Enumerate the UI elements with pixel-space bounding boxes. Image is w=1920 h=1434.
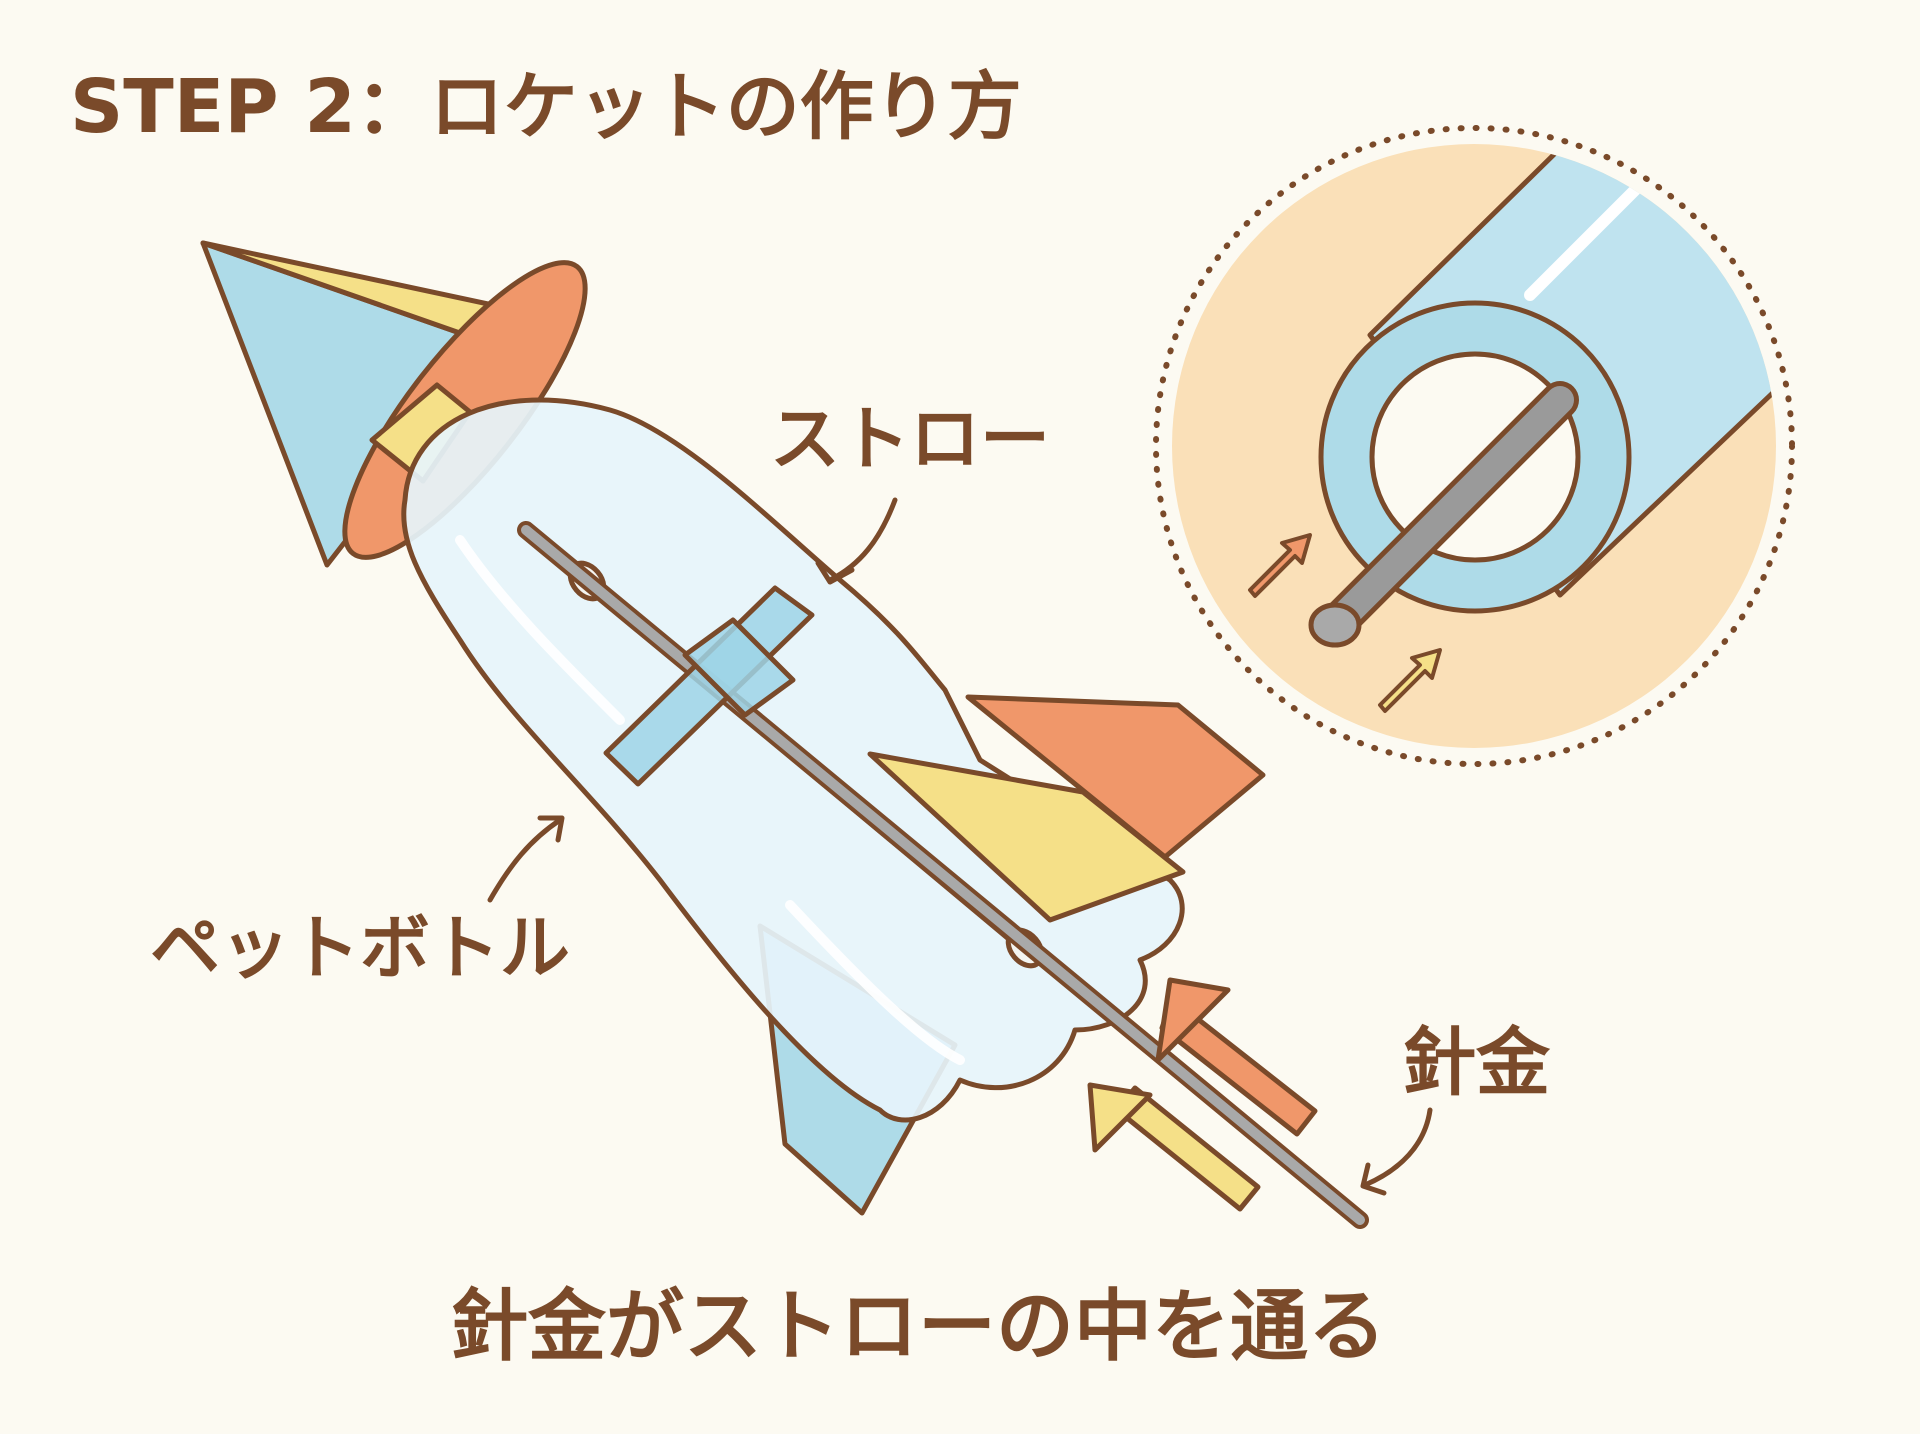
detail-straw-hole xyxy=(1369,351,1581,563)
label-bottle: ペットボトル xyxy=(150,907,570,989)
bottle-highlight xyxy=(455,535,965,1065)
rocket-illustration xyxy=(200,240,1369,1229)
pointer-straw-head xyxy=(815,560,855,585)
wire-core xyxy=(521,525,1365,1225)
page-title: STEP 2：ロケットの作り方 xyxy=(70,64,1022,150)
detail-view xyxy=(1153,125,1795,767)
front-fin-yellow xyxy=(867,751,1186,923)
pointer-bottle xyxy=(487,817,563,903)
detail-border xyxy=(1153,125,1795,767)
pointer-straw xyxy=(827,497,898,583)
tape xyxy=(603,585,815,787)
label-straw: ストロー xyxy=(770,398,1050,480)
insert-arrows xyxy=(1087,977,1318,1212)
pointer-wire-head xyxy=(1360,1162,1387,1196)
arrow-yellow-head xyxy=(1087,1082,1153,1153)
detail-arrow-yellow xyxy=(1378,648,1442,713)
pointer-wire xyxy=(1362,1107,1433,1188)
label-wire: 針金 xyxy=(1402,1020,1551,1106)
detail-wire-end xyxy=(1308,602,1362,648)
pointer-bottle-head xyxy=(537,815,565,843)
caption: 針金がストローの中を通る xyxy=(450,1282,1386,1372)
detail-arrow-orange xyxy=(1248,533,1312,598)
arrow-orange-head xyxy=(1155,977,1231,1063)
